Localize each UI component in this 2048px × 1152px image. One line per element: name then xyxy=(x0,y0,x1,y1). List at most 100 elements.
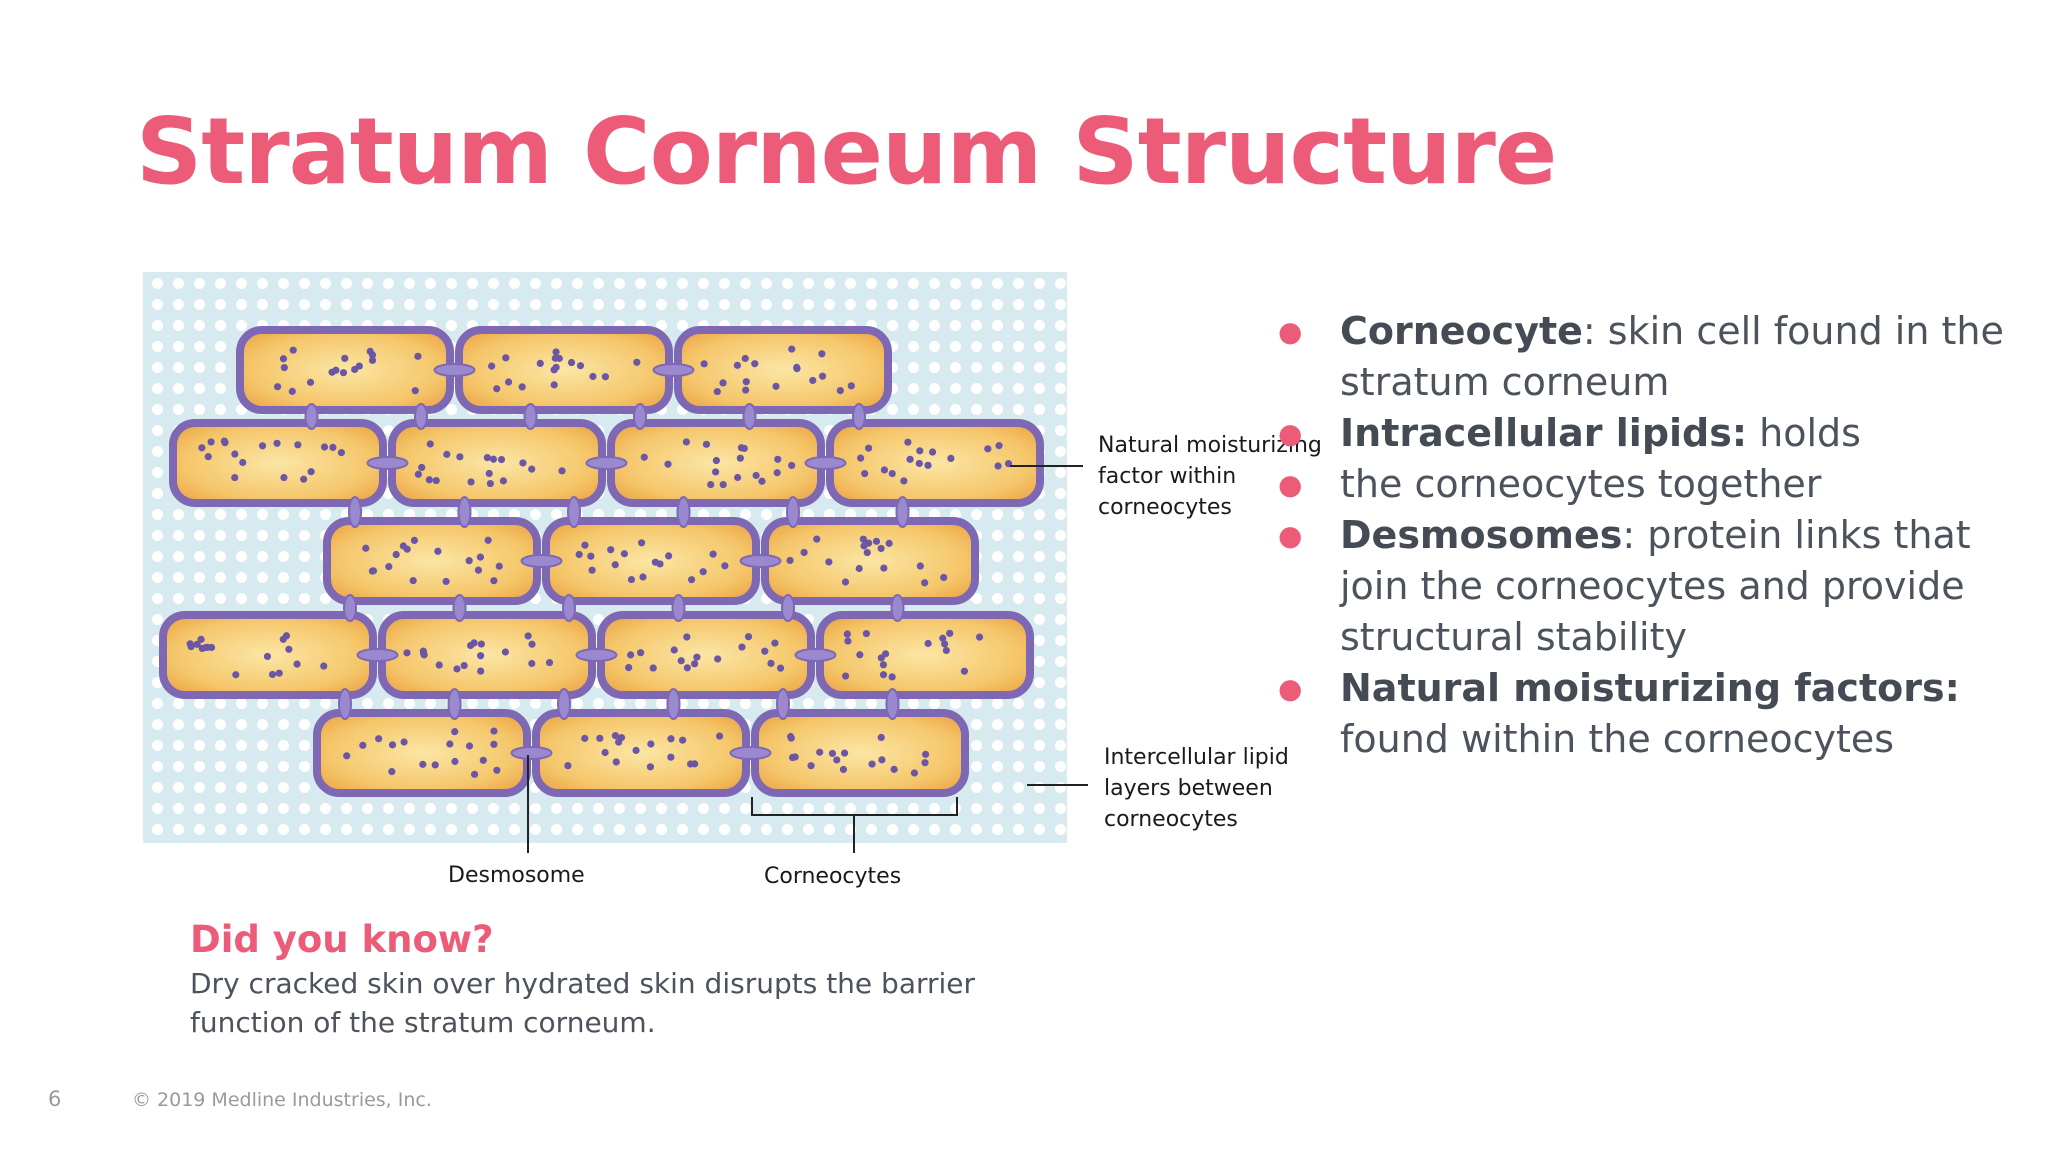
corneocyte-cell xyxy=(455,326,673,414)
nmf-particle xyxy=(411,387,419,395)
nmf-particle xyxy=(879,661,888,669)
nmf-particle xyxy=(564,762,572,770)
did-you-know-heading: Did you know? xyxy=(190,918,494,961)
nmf-particle xyxy=(320,443,329,451)
nmf-particle xyxy=(712,468,720,476)
nmf-particle xyxy=(410,536,419,545)
nmf-particle xyxy=(646,763,655,771)
nmf-particle xyxy=(425,476,433,484)
nmf-particle xyxy=(615,738,623,746)
nmf-particle xyxy=(787,732,795,741)
nmf-particle xyxy=(552,363,560,371)
nmf-particle xyxy=(328,368,336,376)
nmf-particle xyxy=(772,382,780,390)
nmf-particle xyxy=(941,640,949,648)
nmf-particle xyxy=(888,469,896,478)
nmf-particle xyxy=(359,741,367,749)
nmf-particle xyxy=(451,728,459,736)
nmf-particle xyxy=(637,649,645,657)
nmf-particle xyxy=(861,470,869,478)
slide-title: Stratum Corneum Structure xyxy=(136,98,1557,205)
corneocyte-cell xyxy=(674,326,892,414)
nmf-particle xyxy=(479,756,487,764)
nmf-particle xyxy=(844,637,852,645)
bullet-desmosomes: ●Desmosomes: protein links that join the… xyxy=(1278,510,2030,663)
nmf-particle xyxy=(691,660,699,668)
nmf-particle xyxy=(518,383,526,391)
nmf-particle xyxy=(528,640,536,648)
nmf-particle xyxy=(881,650,890,658)
nmf-particle xyxy=(640,453,648,461)
nmf-particle xyxy=(940,573,948,582)
nmf-particle xyxy=(667,735,675,743)
desmosome xyxy=(652,363,695,377)
nmf-particle xyxy=(232,671,240,679)
corneocyte-cell xyxy=(323,517,541,605)
nmf-particle xyxy=(800,548,808,557)
nmf-particle xyxy=(431,761,439,769)
desmosome xyxy=(676,496,691,528)
nmf-particle xyxy=(975,633,984,641)
nmf-particle xyxy=(275,669,283,677)
nmf-particle xyxy=(758,477,766,485)
page-number: 6 xyxy=(48,1087,62,1111)
nmf-particle xyxy=(207,643,216,652)
corneocyte-cell xyxy=(751,709,969,797)
nmf-particle xyxy=(751,360,759,368)
nmf-particle xyxy=(700,360,708,368)
nmf-particle xyxy=(818,350,826,358)
nmf-particle xyxy=(877,733,885,742)
nmf-particle xyxy=(699,568,707,576)
nmf-particle xyxy=(432,476,440,485)
nmf-particle xyxy=(939,634,947,642)
nmf-particle xyxy=(620,550,628,558)
callout-lines xyxy=(527,465,1088,853)
desmosome xyxy=(338,688,352,720)
desmosome xyxy=(557,688,571,720)
nmf-particle xyxy=(388,767,396,776)
nmf-particle xyxy=(878,756,886,764)
nmf-particle xyxy=(683,664,691,672)
nmf-particle xyxy=(483,453,491,462)
nmf-particle xyxy=(611,732,619,740)
desmosome xyxy=(510,746,553,760)
nmf-particle xyxy=(351,365,359,374)
nmf-particle xyxy=(369,567,378,575)
nmf-particle xyxy=(813,535,821,543)
nmf-particle xyxy=(771,639,779,647)
nmf-particle xyxy=(231,473,239,482)
bullet-dot: ● xyxy=(1278,519,1303,552)
nmf-particle xyxy=(709,550,717,558)
nmf-particle xyxy=(647,740,655,748)
nmf-particle xyxy=(625,663,633,672)
nmf-particle xyxy=(906,455,914,463)
nmf-particle xyxy=(742,386,750,394)
nmf-particle xyxy=(268,670,277,679)
nmf-particle xyxy=(453,665,461,673)
nmf-particle xyxy=(207,438,215,446)
nmf-particle xyxy=(288,387,296,395)
nmf-particle xyxy=(403,649,411,657)
nmf-particle xyxy=(501,648,510,656)
nmf-particle xyxy=(863,548,871,557)
desmosome xyxy=(366,456,409,470)
nmf-particle xyxy=(419,649,428,657)
nmf-particle xyxy=(691,760,699,768)
nmf-particle xyxy=(828,749,837,758)
nmf-particle xyxy=(467,478,475,486)
nmf-particle xyxy=(915,459,923,468)
lipid-label: Intercellular lipid layers between corne… xyxy=(1104,745,1289,832)
nmf-particle xyxy=(499,477,507,485)
nmf-particle xyxy=(588,566,596,574)
nmf-particle xyxy=(426,440,434,448)
nmf-particle xyxy=(504,378,513,386)
nmf-particle xyxy=(816,748,824,756)
desmosome xyxy=(304,403,319,430)
desmosome xyxy=(776,688,790,720)
nmf-particle xyxy=(788,461,796,470)
nmf-particle xyxy=(339,369,348,377)
nmf-particle xyxy=(484,536,492,544)
nmf-particle xyxy=(368,356,377,364)
nmf-particle xyxy=(465,742,474,750)
nmf-particle xyxy=(193,640,201,648)
